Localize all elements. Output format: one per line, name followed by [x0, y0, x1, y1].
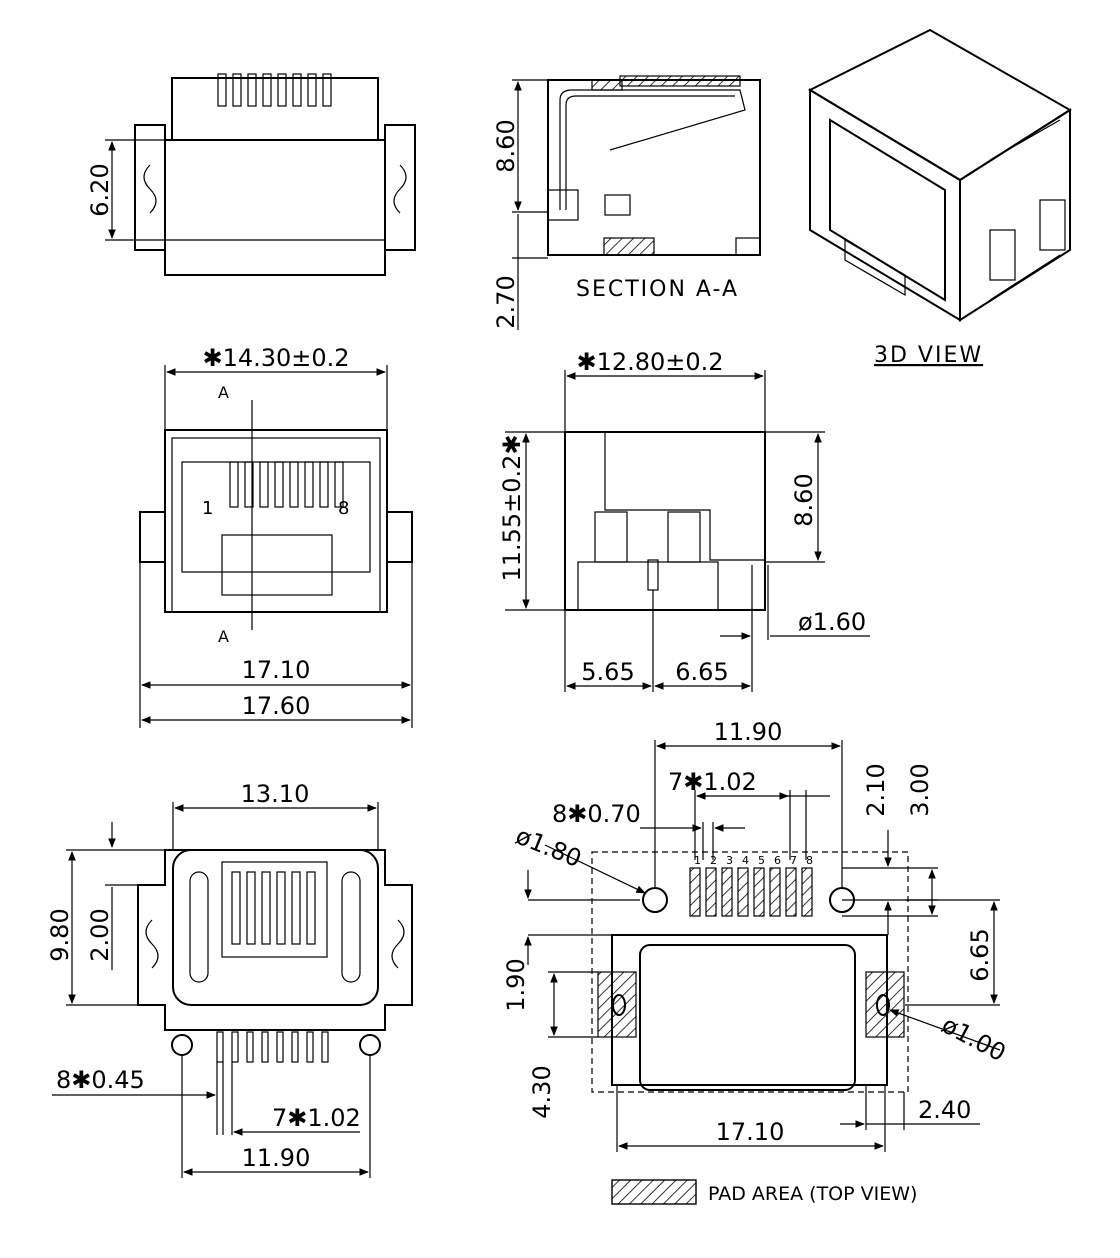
dim-17-60: 17.60 [242, 692, 311, 720]
section-marker-bottom: A [218, 627, 229, 646]
top-pins [217, 73, 332, 107]
dim-bottom-11-90: 11.90 [242, 1144, 311, 1172]
dim-1-90: 1.90 [502, 958, 530, 1011]
dim-dia-1-00: ø1.00 [937, 1011, 1010, 1068]
front-latch-area [221, 534, 333, 596]
dim-12-80: ✱12.80±0.2 [576, 348, 723, 376]
top-body [164, 139, 386, 276]
top-right-clip [393, 164, 407, 214]
dim-section-8-60: 8.60 [492, 119, 520, 172]
bottom-slots [231, 871, 316, 945]
signal-pads [689, 867, 813, 917]
iso-port-opening [829, 118, 946, 302]
dim-pad-11-90: 11.90 [714, 718, 783, 746]
dim-pad-7x1-02: 7✱1.02 [668, 768, 757, 796]
top-view: 6.20 [86, 73, 416, 276]
svg-text:6: 6 [774, 854, 781, 867]
pad-number-row: 1 2 3 4 5 6 7 8 [694, 854, 813, 867]
dim-pad-17-10: 17.10 [716, 1118, 785, 1146]
bottom-left-post [171, 1034, 193, 1056]
dim-9-80: 9.80 [46, 908, 74, 961]
dim-side-6-65: 6.65 [675, 658, 728, 686]
dim-14-30: ✱14.30±0.2 [202, 344, 349, 372]
bottom-right-post [359, 1034, 381, 1056]
pin-label-1: 1 [202, 498, 213, 519]
top-left-clip [143, 164, 157, 214]
three-d-label: 3D VIEW [874, 343, 983, 368]
dim-6-20: 6.20 [86, 163, 114, 216]
dim-dia-1-60: ø1.60 [798, 608, 866, 636]
dim-3-00: 3.00 [906, 763, 934, 816]
front-left-tab [139, 511, 166, 563]
dim-bottom-7x1-02: 7✱1.02 [272, 1104, 361, 1132]
dim-8x0-70: 8✱0.70 [552, 800, 641, 828]
svg-text:4: 4 [742, 854, 749, 867]
dim-dia-1-80: ø1.80 [512, 822, 586, 873]
svg-text:2: 2 [710, 854, 717, 867]
top-right-tab [384, 124, 416, 251]
iso-side-face [959, 108, 1071, 322]
svg-text:8: 8 [806, 854, 813, 867]
dim-11-55: 11.55±0.2✱ [498, 434, 526, 581]
section-view: 8.60 2.70 SECTION A-A [492, 75, 761, 330]
bottom-pins [216, 1031, 329, 1063]
dim-section-2-70: 2.70 [492, 275, 520, 328]
dim-2-00: 2.00 [86, 908, 114, 961]
section-body [547, 79, 761, 256]
dim-13-10: 13.10 [241, 780, 310, 808]
legend: PAD AREA (TOP VIEW) [611, 1179, 917, 1205]
bottom-view: 13.10 9.80 2.00 8✱0.45 7✱1.02 11.90 [46, 780, 413, 1178]
front-contacts [229, 461, 344, 508]
front-view: 1 8 A A ✱14.30±0.2 17.10 17.60 [139, 344, 413, 728]
dim-5-65: 5.65 [581, 658, 634, 686]
svg-text:3: 3 [726, 854, 733, 867]
dim-2-10: 2.10 [862, 763, 890, 816]
bottom-outline [137, 849, 413, 1031]
left-shield-pad [597, 971, 637, 1038]
svg-text:1: 1 [694, 854, 701, 867]
three-d-view: 3D VIEW [807, 28, 1072, 368]
iso-top-face [807, 28, 1072, 182]
pin-label-8: 8 [338, 498, 349, 519]
iso-front-face [809, 88, 961, 322]
pad-component-outline [611, 934, 888, 1086]
legend-label: PAD AREA (TOP VIEW) [708, 1183, 917, 1205]
side-view: 8.60 11.55±0.2✱ ✱12.80±0.2 ø1.60 5.65 6.… [498, 348, 870, 692]
front-right-tab [386, 511, 413, 563]
dim-8x0-45: 8✱0.45 [56, 1066, 145, 1094]
right-shield-pad [865, 971, 905, 1038]
dim-17-10-front: 17.10 [242, 656, 311, 684]
pad-layout: 1 2 3 4 5 6 7 8 11.90 [502, 718, 1010, 1152]
svg-text:5: 5 [758, 854, 765, 867]
section-contact-spring [559, 89, 746, 210]
bottom-inner [172, 849, 379, 1006]
top-rear-block [171, 77, 379, 141]
svg-text:7: 7 [790, 854, 797, 867]
dim-pad-6-65: 6.65 [966, 928, 994, 981]
dim-side-8-60: 8.60 [790, 473, 818, 526]
top-left-tab [134, 124, 166, 251]
side-post [647, 559, 659, 591]
front-body [164, 429, 388, 613]
left-locating-hole [642, 887, 668, 913]
legend-swatch [611, 1179, 697, 1205]
bottom-window [221, 861, 328, 958]
section-marker-top: A [218, 383, 229, 402]
section-label: SECTION A-A [576, 277, 739, 302]
dim-4-30: 4.30 [528, 1065, 556, 1118]
dim-2-40: 2.40 [918, 1096, 971, 1124]
